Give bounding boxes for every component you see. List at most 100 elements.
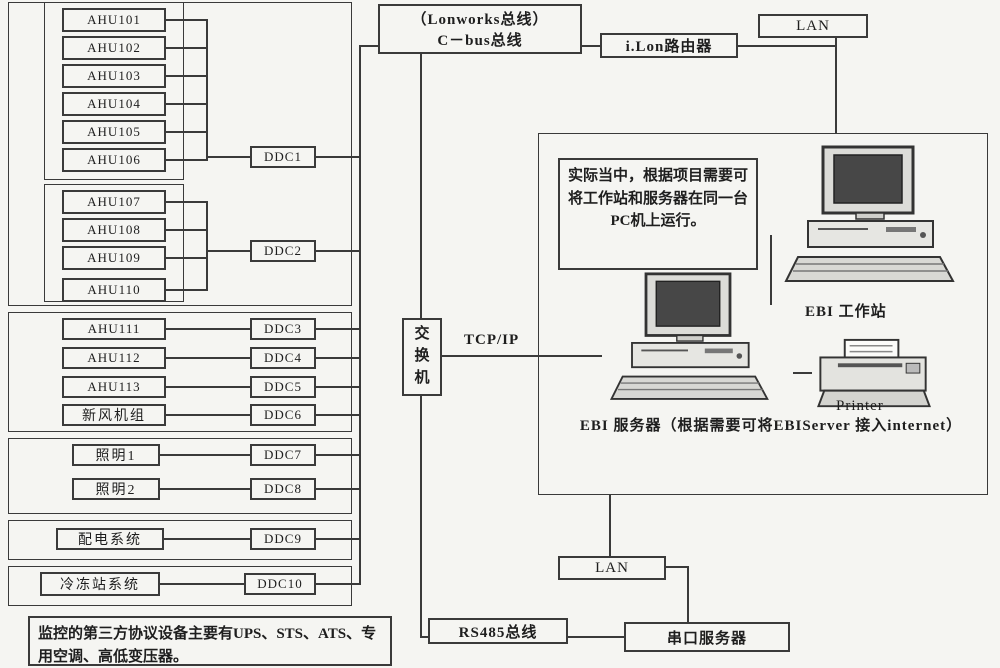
device-box-ahu103: AHU103 <box>62 64 166 88</box>
connector-line <box>166 386 250 388</box>
device-label: AHU111 <box>87 321 141 336</box>
connector-line <box>666 566 689 568</box>
connector-line <box>206 250 250 252</box>
group5-outline <box>8 566 352 606</box>
ddc-label: DDC7 <box>264 447 302 462</box>
ddc-label: DDC10 <box>257 576 303 591</box>
lan-bottom-label: LAN <box>595 559 629 576</box>
group2-outline <box>8 312 352 432</box>
device-box-lighting1: 照明1 <box>72 444 160 466</box>
device-box-ahu101: AHU101 <box>62 8 166 32</box>
device-label: 冷冻站系统 <box>60 578 140 593</box>
device-label: AHU105 <box>87 124 141 139</box>
ddc-box-ddc8: DDC8 <box>250 478 316 500</box>
connector-line <box>316 328 360 330</box>
device-label: AHU102 <box>87 40 141 55</box>
connector-line <box>687 566 689 624</box>
lan-drop-line <box>835 38 837 133</box>
lan-bottom-box: LAN <box>558 556 666 580</box>
connector-line <box>160 488 250 490</box>
device-box-ahu106: AHU106 <box>62 148 166 172</box>
connector-line <box>166 257 206 259</box>
ddc-label: DDC2 <box>264 243 302 258</box>
connector-line <box>420 45 422 318</box>
switch-char: 交 <box>414 326 430 343</box>
device-box-fresh-air-unit: 新风机组 <box>62 404 166 426</box>
tcpip-line <box>442 355 602 357</box>
ddc-label: DDC6 <box>264 407 302 422</box>
connector-line <box>793 372 812 374</box>
connector-line <box>420 396 422 638</box>
ddc-box-ddc6: DDC6 <box>250 404 316 426</box>
printer-label: Printer <box>836 398 884 414</box>
ddc-box-ddc2: DDC2 <box>250 240 316 262</box>
connector-line <box>770 235 772 305</box>
device-box-ahu102: AHU102 <box>62 36 166 60</box>
connector-line <box>166 103 206 105</box>
connector-line <box>206 156 250 158</box>
printer-illustration <box>817 338 931 408</box>
device-box-ahu113: AHU113 <box>62 376 166 398</box>
workstation-illustration <box>784 145 955 282</box>
device-box-ahu108: AHU108 <box>62 218 166 242</box>
device-label: AHU112 <box>87 350 141 365</box>
ddc-box-ddc4: DDC4 <box>250 347 316 369</box>
connector-line <box>166 159 206 161</box>
connector-line <box>166 47 206 49</box>
device-box-ahu104: AHU104 <box>62 92 166 116</box>
ddc-box-ddc10: DDC10 <box>244 573 316 595</box>
connector-line <box>316 156 360 158</box>
connector-line <box>166 75 206 77</box>
ilon-router-box: i.Lon路由器 <box>600 33 738 58</box>
workstation-label: EBI 工作站 <box>805 304 887 320</box>
switch-char: 换 <box>414 348 430 365</box>
connector-line <box>166 357 250 359</box>
group4-outline <box>8 520 352 560</box>
lan-top-box: LAN <box>758 14 868 38</box>
connector-line <box>316 386 360 388</box>
device-label: AHU104 <box>87 96 141 111</box>
deployment-note-text: 实际当中，根据项目需要可将工作站和服务器在同一台PC机上运行。 <box>568 168 749 229</box>
switch-char: 机 <box>414 369 430 386</box>
device-label: AHU103 <box>87 68 141 83</box>
cbus-line <box>359 45 361 585</box>
connector-line <box>160 454 250 456</box>
connector-line <box>316 250 360 252</box>
connector-line <box>166 328 250 330</box>
device-label: 新风机组 <box>82 409 146 424</box>
switch-box: 交 换 机 <box>402 318 442 396</box>
third-party-note-text: 监控的第三方协议设备主要有UPS、STS、ATS、专用空调、高低变压器。 <box>38 626 377 665</box>
connector-line <box>316 454 360 456</box>
connector-line <box>206 19 208 161</box>
connector-line <box>316 538 360 540</box>
connector-line <box>164 538 250 540</box>
bus-label-line1: （Lonworks总线） <box>411 12 549 28</box>
device-box-ahu110: AHU110 <box>62 278 166 302</box>
connector-line <box>160 583 244 585</box>
ddc-label: DDC1 <box>264 149 302 164</box>
connector-line <box>206 201 208 291</box>
ddc-label: DDC5 <box>264 379 302 394</box>
device-label: 照明1 <box>95 449 137 464</box>
server-illustration <box>609 272 769 400</box>
connector-line <box>166 289 206 291</box>
device-box-ahu112: AHU112 <box>62 347 166 369</box>
ddc-box-ddc1: DDC1 <box>250 146 316 168</box>
connector-line <box>166 229 206 231</box>
ddc-box-ddc3: DDC3 <box>250 318 316 340</box>
device-box-lighting2: 照明2 <box>72 478 160 500</box>
ddc-box-ddc5: DDC5 <box>250 376 316 398</box>
device-box-chiller-plant: 冷冻站系统 <box>40 572 160 596</box>
ddc-label: DDC9 <box>264 531 302 546</box>
device-box-ahu105: AHU105 <box>62 120 166 144</box>
ddc-label: DDC3 <box>264 321 302 336</box>
connector-line <box>166 131 206 133</box>
tcpip-label: TCP/IP <box>464 332 520 348</box>
ilon-router-label: i.Lon路由器 <box>625 39 713 55</box>
third-party-note: 监控的第三方协议设备主要有UPS、STS、ATS、专用空调、高低变压器。 <box>28 616 392 666</box>
connector-line <box>316 414 360 416</box>
deployment-note: 实际当中，根据项目需要可将工作站和服务器在同一台PC机上运行。 <box>558 158 758 270</box>
device-label: 照明2 <box>95 483 137 498</box>
server-label: EBI 服务器（根据需要可将EBIServer 接入internet） <box>579 418 963 434</box>
connector-line <box>316 583 360 585</box>
